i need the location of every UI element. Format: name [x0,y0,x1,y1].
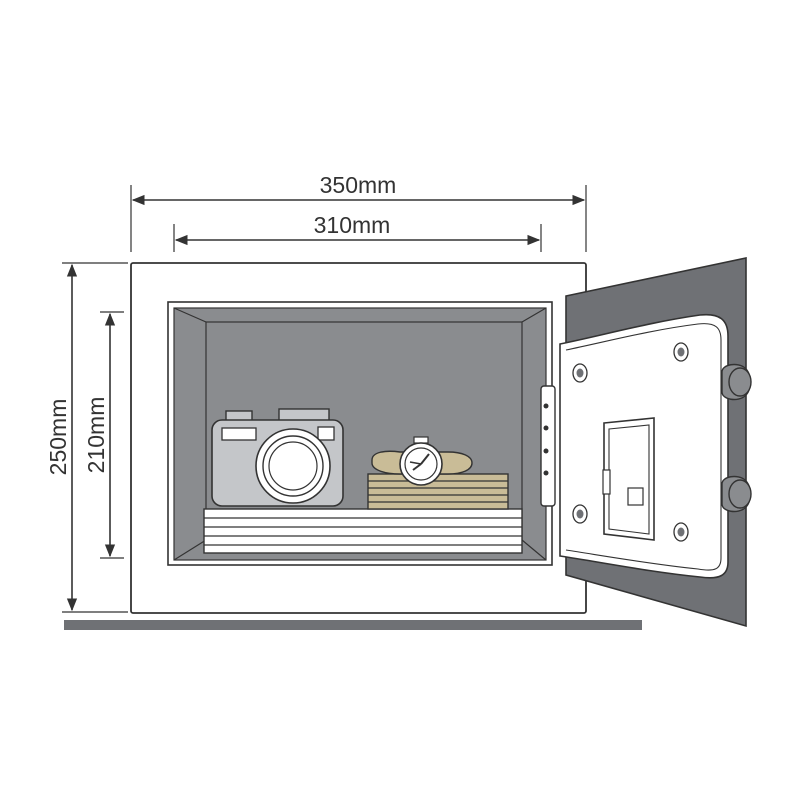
camera-icon [211,408,344,507]
door-screws [572,342,689,542]
book-stack-icon [367,473,509,510]
floor-bar [64,620,642,630]
outer-width-dimension: 350mm [130,172,587,252]
wristwatch-icon [371,436,473,486]
inner-height-label: 210mm [83,397,109,474]
keypad-lock-icon [602,417,655,541]
safe-body [130,262,587,614]
inner-width-dimension: 310mm [173,212,542,252]
inner-width-label: 310mm [314,212,391,238]
outer-height-label: 250mm [45,399,71,476]
paper-stack-icon [203,508,523,554]
door-bolt-icon [721,363,752,513]
outer-width-label: 350mm [320,172,397,198]
door-hinge-icon [540,385,556,507]
outer-height-dimension: 250mm [45,262,128,613]
inner-height-dimension: 210mm [83,311,124,559]
